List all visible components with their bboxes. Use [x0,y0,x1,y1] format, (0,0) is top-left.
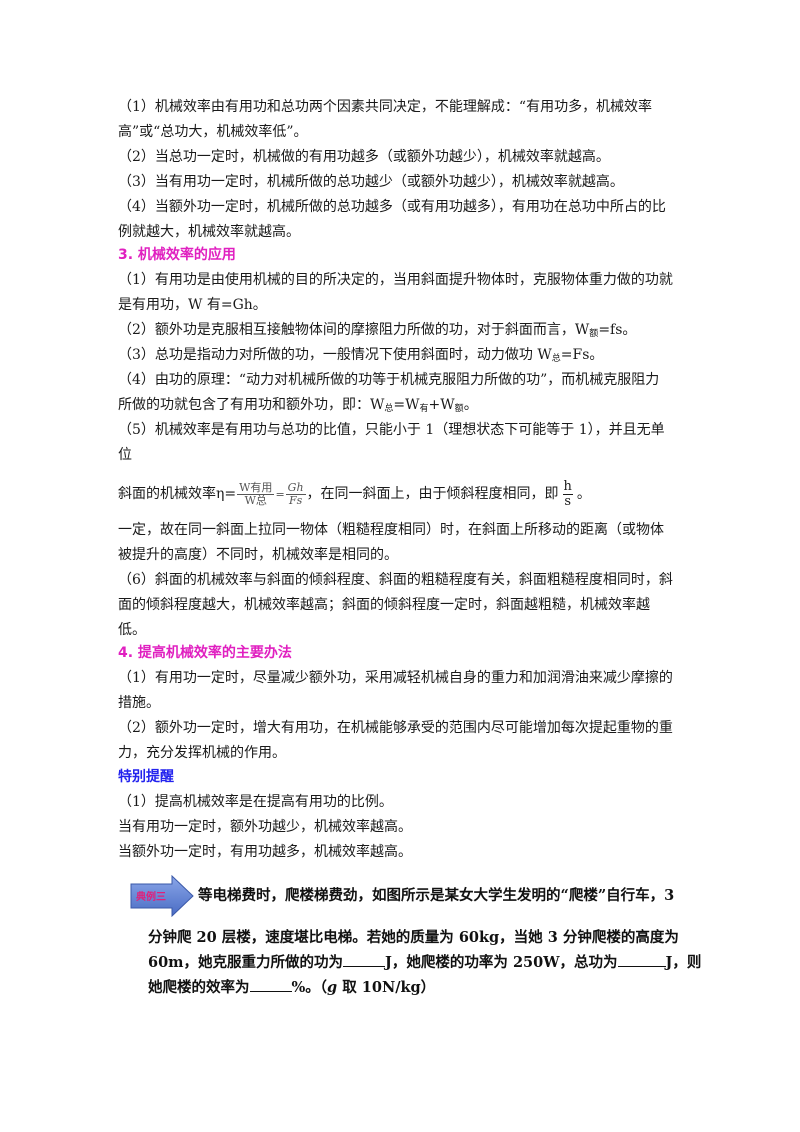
text-run: =fs。 [598,322,637,338]
section-heading: 3. 机械效率的应用 [118,247,236,263]
subscript: 总 [384,404,394,414]
text-run: 60m，她克服重力所做的功为 [148,954,344,971]
text-run: =W [393,397,420,413]
paragraph-line: 当额外功一定时，有用功越多，机械效率越高。 [118,844,412,860]
paragraph-line: 高”或“总功大，机械效率低”。 [118,124,308,140]
variable-g: g [327,979,338,996]
fraction-denominator: s [564,493,572,509]
paragraph-line: （4）由功的原理：“动力对机械所做的功等于机械克服阻力所做的功”，而机械克服阻力 [118,372,660,388]
fraction-denominator: Fs [288,493,303,507]
paragraph-line: （2）额外功一定时，增大有用功，在机械能够承受的范围内尽可能增加每次提起重物的重 [118,720,673,736]
paragraph-line: 面的倾斜程度越大，机械效率越高；斜面的倾斜程度一定时，斜面越粗糙，机械效率越 [118,597,650,613]
paragraph-line: 是有用功，W 有=Gh。 [118,297,267,313]
fraction-numerator: W有用 [237,480,275,495]
equals-sign: = [275,488,285,501]
fraction-numerator: h [562,478,573,495]
text-run: +W [428,397,455,413]
text-run: %。（ [291,979,328,996]
paragraph-line: （5）机械效率是有用功与总功的比值，只能小于 1（理想状态下可能等于 1），并且… [118,422,665,438]
answer-blank-3[interactable] [249,977,292,992]
text-run: （3）总功是指动力对所做的功，一般情况下使用斜面时，动力做功 W [118,347,552,363]
paragraph-line: （2）当总功一定时，机械做的有用功越多（或额外功越少），机械效率就越高。 [118,149,610,165]
subscript: 额 [454,404,464,414]
answer-blank-1[interactable] [343,952,386,967]
example-line: 60m，她克服重力所做的功为 J，她爬楼的功率为 250W，总功为 J，则 [148,951,701,972]
example-line: 她爬楼的效率为 %。（g 取 10N/kg） [148,976,435,997]
paragraph-line: （1）机械效率由有用功和总功两个因素共同决定，不能理解成：“有用功多，机械效率 [118,99,653,115]
paragraph-line: 例就越大，机械效率就越高。 [118,224,300,240]
paragraph-line: （4）当额外功一定时，机械所做的总功越多（或有用功越多），有用功在总功中所占的比 [118,199,666,215]
text-run: 斜面的机械效率η= [118,486,237,502]
paragraph-line: 被提升的高度）不同时，机械效率是相同的。 [118,547,398,563]
paragraph-line: 低。 [118,622,146,638]
example-line: 分钟爬 20 层楼，速度堪比电梯。若她的质量为 60kg，当她 3 分钟爬楼的高… [148,929,679,946]
paragraph-line: （3）总功是指动力对所做的功，一般情况下使用斜面时，动力做功 W总=Fs。 [118,345,603,369]
text-run: 取 10N/kg） [337,979,436,996]
text-run: 所做的功就包含了有用功和额外功，即：W [118,397,385,413]
paragraph-line: （1）提高机械效率是在提高有用功的比例。 [118,794,393,810]
subscript: 总 [551,354,561,364]
paragraph-line: （1）有用功是由使用机械的目的所决定的，当用斜面提升物体时，克服物体重力做的功就 [118,272,673,288]
example-badge: 典例三 [130,874,194,921]
paragraph-line: 措施。 [118,695,160,711]
paragraph-line: 当有用功一定时，额外功越少，机械效率越高。 [118,819,412,835]
fraction-denominator: W总 [244,493,267,507]
text-run: 。 [576,486,591,502]
answer-blank-2[interactable] [617,952,666,967]
badge-label: 典例三 [136,890,166,903]
text-run: ，在同一斜面上，由于倾斜程度相同，即 [306,486,559,502]
paragraph-line: 所做的功就包含了有用功和额外功，即：W总=W有+W额。 [118,395,478,419]
paragraph-line: （1）有用功一定时，尽量减少额外功，采用减轻机械自身的重力和加润滑油来减少摩擦的 [118,670,673,686]
special-reminder-heading: 特别提醒 [118,769,174,785]
arrow-badge-icon: 典例三 [130,874,194,918]
paragraph-line: （3）当有用功一定时，机械所做的总功越少（或额外功越少），机械效率就越高。 [118,174,624,190]
section-heading: 4. 提高机械效率的主要办法 [118,645,292,661]
paragraph-line: 一定，故在同一斜面上拉同一物体（粗糙程度相同）时，在斜面上所移动的距离（或物体 [118,522,664,538]
text-run: （2）额外功是克服相互接触物体间的摩擦阻力所做的功，对于斜面而言，W [118,322,590,338]
paragraph-line: 力，充分发挥机械的作用。 [118,745,286,761]
example-line: 等电梯费时，爬楼梯费劲，如图所示是某女大学生发明的“爬楼”自行车，3 [198,887,675,904]
paragraph-line: 位 [118,447,132,463]
fraction-numerator: Gh [285,480,306,495]
text-run: J，则 [665,954,702,971]
text-run: 。 [463,397,478,413]
text-run: 她爬楼的效率为 [148,979,250,996]
text-run: J，她爬楼的功率为 250W，总功为 [385,954,618,971]
paragraph-line: （6）斜面的机械效率与斜面的倾斜程度、斜面的粗糙程度有关，斜面粗糙程度相同时，斜 [118,572,673,588]
paragraph-line: （2）额外功是克服相互接触物体间的摩擦阻力所做的功，对于斜面而言，W额=fs。 [118,320,636,344]
subscript: 额 [589,329,599,339]
subscript: 有 [419,404,429,414]
text-run: =Fs。 [560,347,604,363]
